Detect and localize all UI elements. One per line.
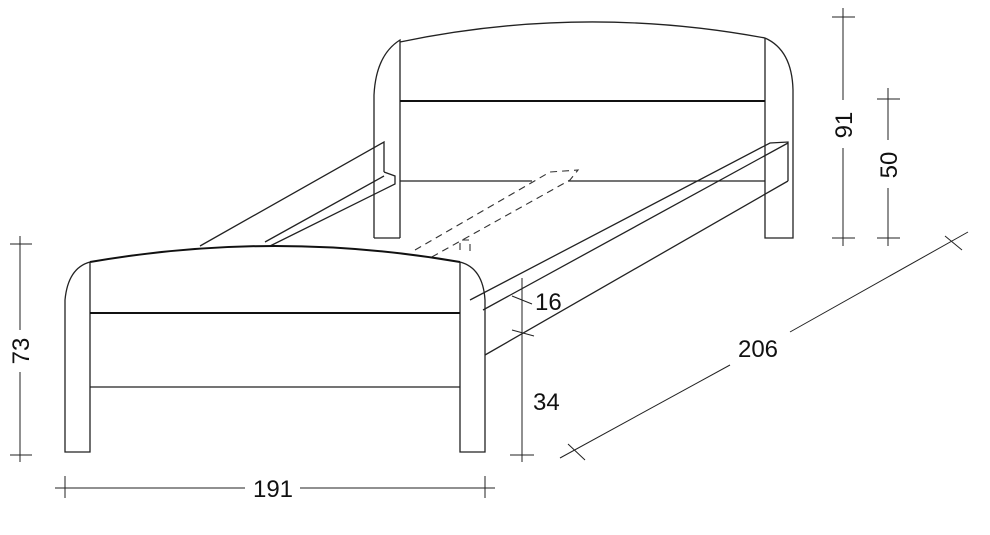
dimension-206: 206	[559, 231, 969, 461]
headboard-panel-height-label: 50	[876, 152, 903, 179]
rail-height-label: 16	[535, 289, 562, 316]
dimension-73: 73	[8, 236, 35, 462]
slat-hidden	[414, 169, 580, 259]
dimension-191: 191	[55, 476, 495, 503]
right-side-rail	[469, 141, 789, 356]
headboard	[373, 21, 794, 239]
footboard	[64, 245, 486, 453]
rail-clearance-label: 34	[533, 389, 560, 416]
dimension-50: 50	[876, 88, 903, 246]
dimension-91: 91	[831, 8, 858, 246]
left-side-rail	[199, 140, 396, 247]
footboard-height-label: 73	[8, 338, 35, 365]
dimension-16-34: 16 34	[510, 278, 562, 462]
headboard-height-label: 91	[831, 112, 858, 139]
length-label: 206	[738, 336, 778, 363]
width-label: 191	[253, 476, 293, 503]
